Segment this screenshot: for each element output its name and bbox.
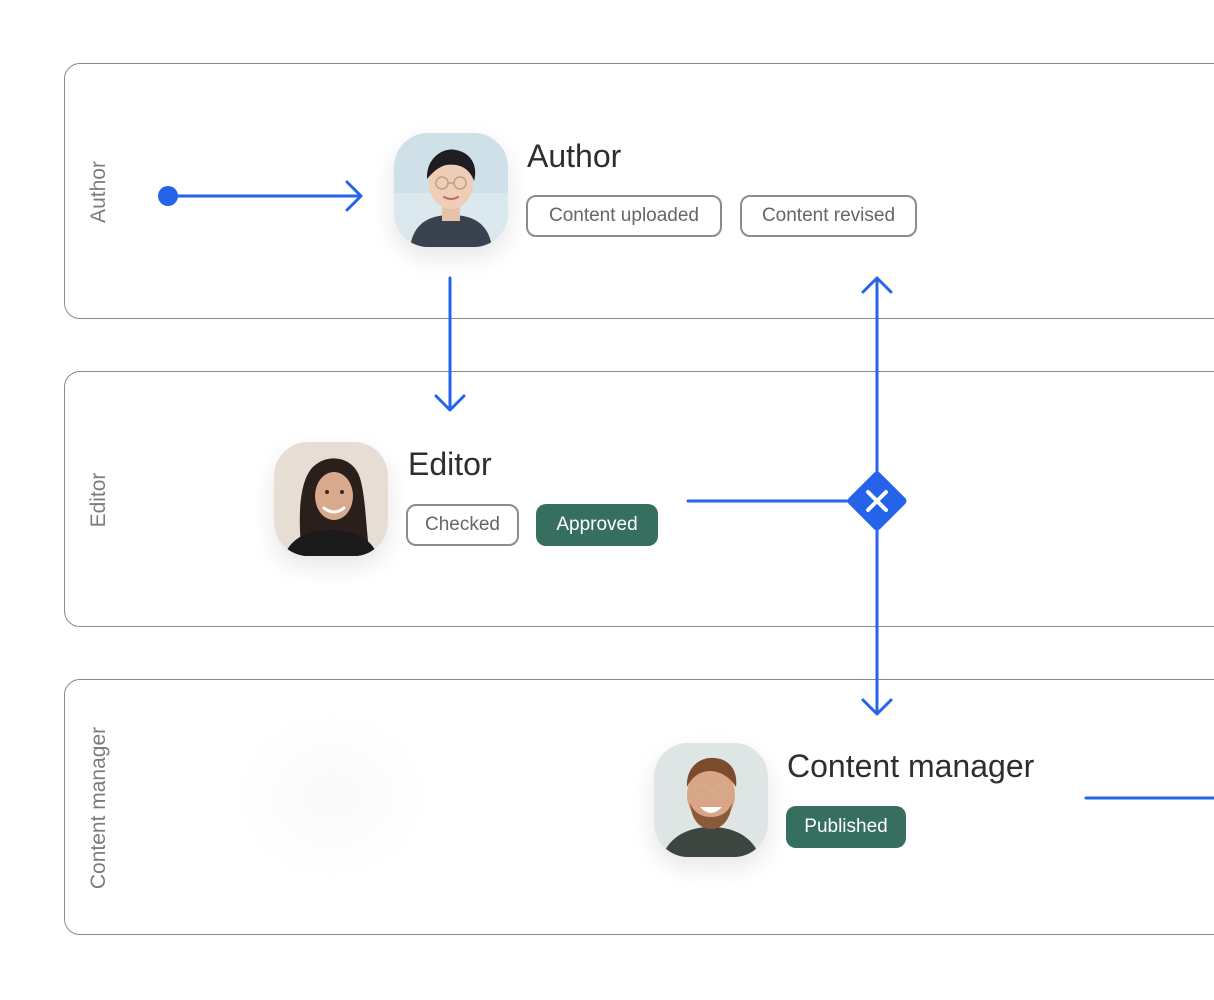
lane-author (64, 63, 1214, 319)
chip-approved[interactable]: Approved (536, 504, 658, 546)
editor-avatar (274, 442, 388, 556)
chip-checked[interactable]: Checked (406, 504, 519, 546)
content-manager-title: Content manager (787, 748, 1035, 784)
author-avatar (394, 133, 508, 247)
lane-content-manager (64, 679, 1214, 935)
lane-editor (64, 371, 1214, 627)
content-manager-avatar (654, 743, 768, 857)
chip-published[interactable]: Published (786, 806, 906, 848)
author-title: Author (527, 138, 622, 174)
lane-label-content-manager: Content manager (87, 726, 110, 890)
chip-content-revised[interactable]: Content revised (740, 195, 917, 237)
editor-title: Editor (408, 446, 492, 482)
faded-placeholder (232, 708, 432, 884)
lane-label-editor: Editor (87, 472, 110, 528)
chip-content-uploaded[interactable]: Content uploaded (526, 195, 722, 237)
lane-label-author: Author (87, 161, 110, 223)
